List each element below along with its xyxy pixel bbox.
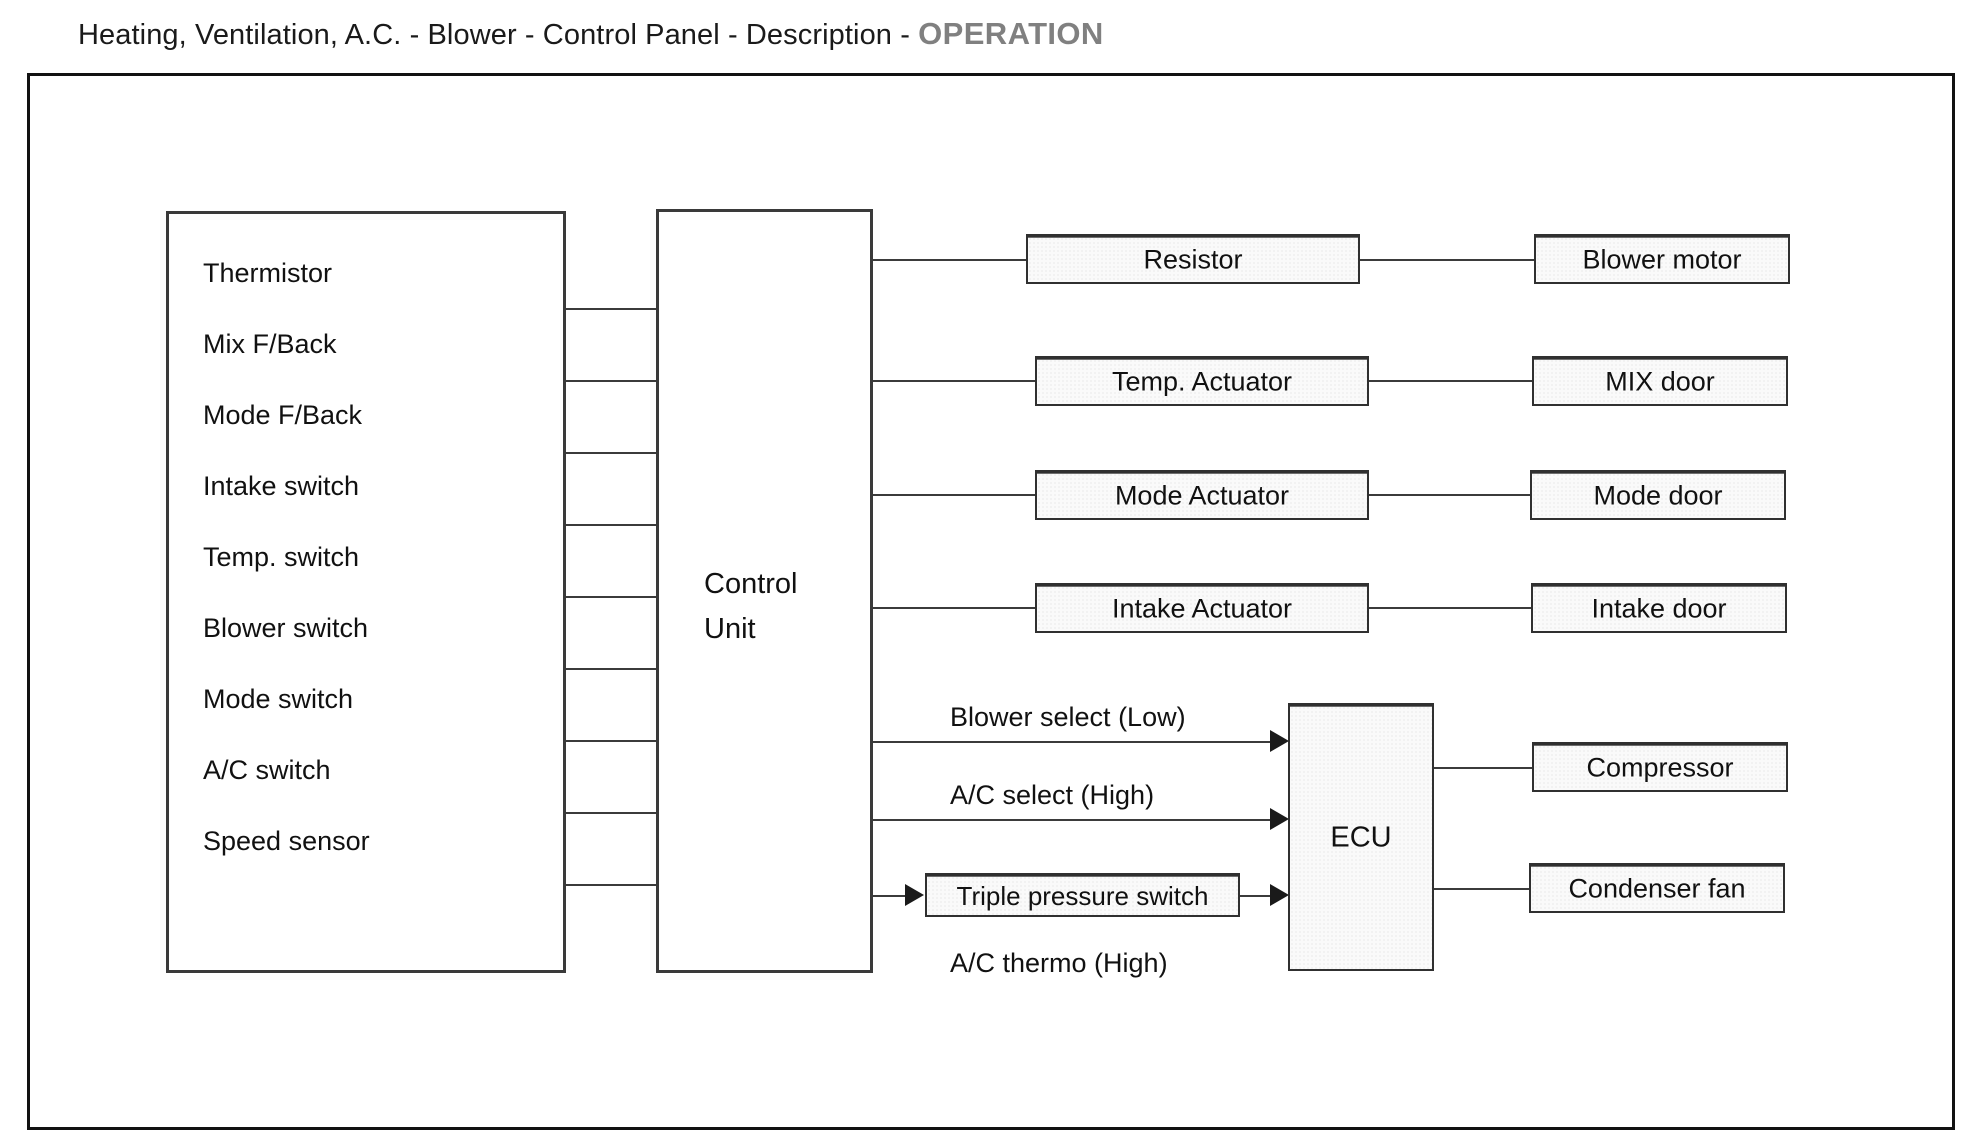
connector-mix-fback: [566, 380, 658, 382]
input-item-mix-fback: Mix F/Back: [203, 329, 337, 359]
ecu-label: ECU: [1330, 821, 1392, 853]
connector-thermistor: [566, 308, 658, 310]
device-box-condenser-fan: Condenser fan: [1529, 863, 1785, 913]
device-box-mix-door: MIX door: [1532, 356, 1788, 406]
actuator-box-resistor: Resistor: [1026, 234, 1360, 284]
connector-mode-fback: [566, 452, 658, 454]
device-box-mode-door: Mode door: [1530, 470, 1786, 520]
input-item-thermistor: Thermistor: [203, 258, 333, 288]
actuator-label-resistor: Resistor: [1143, 244, 1243, 274]
connector-speed-sensor: [566, 884, 658, 886]
link-control-unit-to-mode-actuator: [873, 494, 1035, 496]
label-triple-pressure-switch: Triple pressure switch: [956, 880, 1209, 911]
actuator-label-intake-actuator: Intake Actuator: [1111, 593, 1293, 623]
connector-temp-switch: [566, 596, 658, 598]
actuator-label-mode-actuator: Mode Actuator: [1114, 480, 1290, 510]
input-item-temp-switch: Temp. switch: [203, 542, 360, 572]
signal-label-ac-select: A/C select (High): [950, 780, 1155, 810]
block-triple-pressure-switch: Triple pressure switch: [925, 873, 1240, 917]
connector-intake-switch: [566, 524, 658, 526]
page-title: Heating, Ventilation, A.C. - Blower - Co…: [78, 12, 1104, 57]
link-control-unit-to-resistor: [873, 259, 1026, 261]
link-intake-actuator-to-intake-door: [1369, 607, 1531, 609]
device-label-condenser-fan: Condenser fan: [1568, 873, 1746, 903]
link-ecu-to-compressor: [1434, 767, 1532, 769]
link-control-unit-to-temp-actuator: [873, 380, 1035, 382]
device-box-intake-door: Intake door: [1531, 583, 1787, 633]
input-item-mode-switch: Mode switch: [203, 684, 354, 714]
link-triple-pressure-switch-to-ecu: [1240, 895, 1270, 897]
actuator-box-temp-actuator: Temp. Actuator: [1035, 356, 1369, 406]
link-temp-actuator-to-mix-door: [1369, 380, 1532, 382]
device-box-blower-motor: Blower motor: [1534, 234, 1790, 284]
link-control-unit-to-triple-pressure-switch: [873, 895, 905, 897]
actuator-box-intake-actuator: Intake Actuator: [1035, 583, 1369, 633]
link-control-unit-to-ecu-ac-select: [873, 819, 1270, 821]
page-title-main: Heating, Ventilation, A.C. - Blower - Co…: [78, 19, 919, 51]
signal-label-ac-thermo: A/C thermo (High): [950, 948, 1168, 978]
actuator-label-temp-actuator: Temp. Actuator: [1111, 366, 1293, 396]
arrow-head-ac-select: [1270, 808, 1289, 830]
device-label-compressor: Compressor: [1586, 752, 1734, 782]
input-item-blower-switch: Blower switch: [203, 613, 369, 643]
connector-mode-switch: [566, 740, 658, 742]
actuator-box-mode-actuator: Mode Actuator: [1035, 470, 1369, 520]
arrow-head-blower-select: [1270, 730, 1289, 752]
control-unit-label-line1: Control: [704, 568, 798, 600]
arrow-head-triple-pressure-switch-in: [905, 884, 924, 906]
link-resistor-to-blower-motor: [1360, 259, 1534, 261]
device-box-compressor: Compressor: [1532, 742, 1788, 792]
control-unit-label: Control Unit: [704, 562, 798, 652]
control-unit-label-line2: Unit: [704, 613, 756, 645]
inputs-block: Thermistor Mix F/Back Mode F/Back Intake…: [166, 211, 566, 973]
input-item-mode-fback: Mode F/Back: [203, 400, 363, 430]
device-label-mix-door: MIX door: [1605, 366, 1715, 396]
link-control-unit-to-ecu-blower-select: [873, 741, 1270, 743]
device-label-blower-motor: Blower motor: [1582, 244, 1742, 274]
ecu-block: ECU: [1288, 703, 1434, 971]
input-item-ac-switch: A/C switch: [203, 755, 331, 785]
arrow-head-triple-pressure-switch-out: [1270, 884, 1289, 906]
connector-ac-switch: [566, 812, 658, 814]
link-ecu-to-condenser-fan: [1434, 888, 1529, 890]
input-item-intake-switch: Intake switch: [203, 471, 360, 501]
connector-blower-switch: [566, 668, 658, 670]
input-item-speed-sensor: Speed sensor: [203, 826, 370, 856]
link-mode-actuator-to-mode-door: [1369, 494, 1530, 496]
control-unit-block: [656, 209, 873, 973]
link-control-unit-to-intake-actuator: [873, 607, 1035, 609]
signal-label-blower-select: Blower select (Low): [950, 702, 1186, 732]
device-label-intake-door: Intake door: [1591, 593, 1727, 623]
page-title-accent: OPERATION: [918, 16, 1104, 51]
device-label-mode-door: Mode door: [1593, 480, 1723, 510]
